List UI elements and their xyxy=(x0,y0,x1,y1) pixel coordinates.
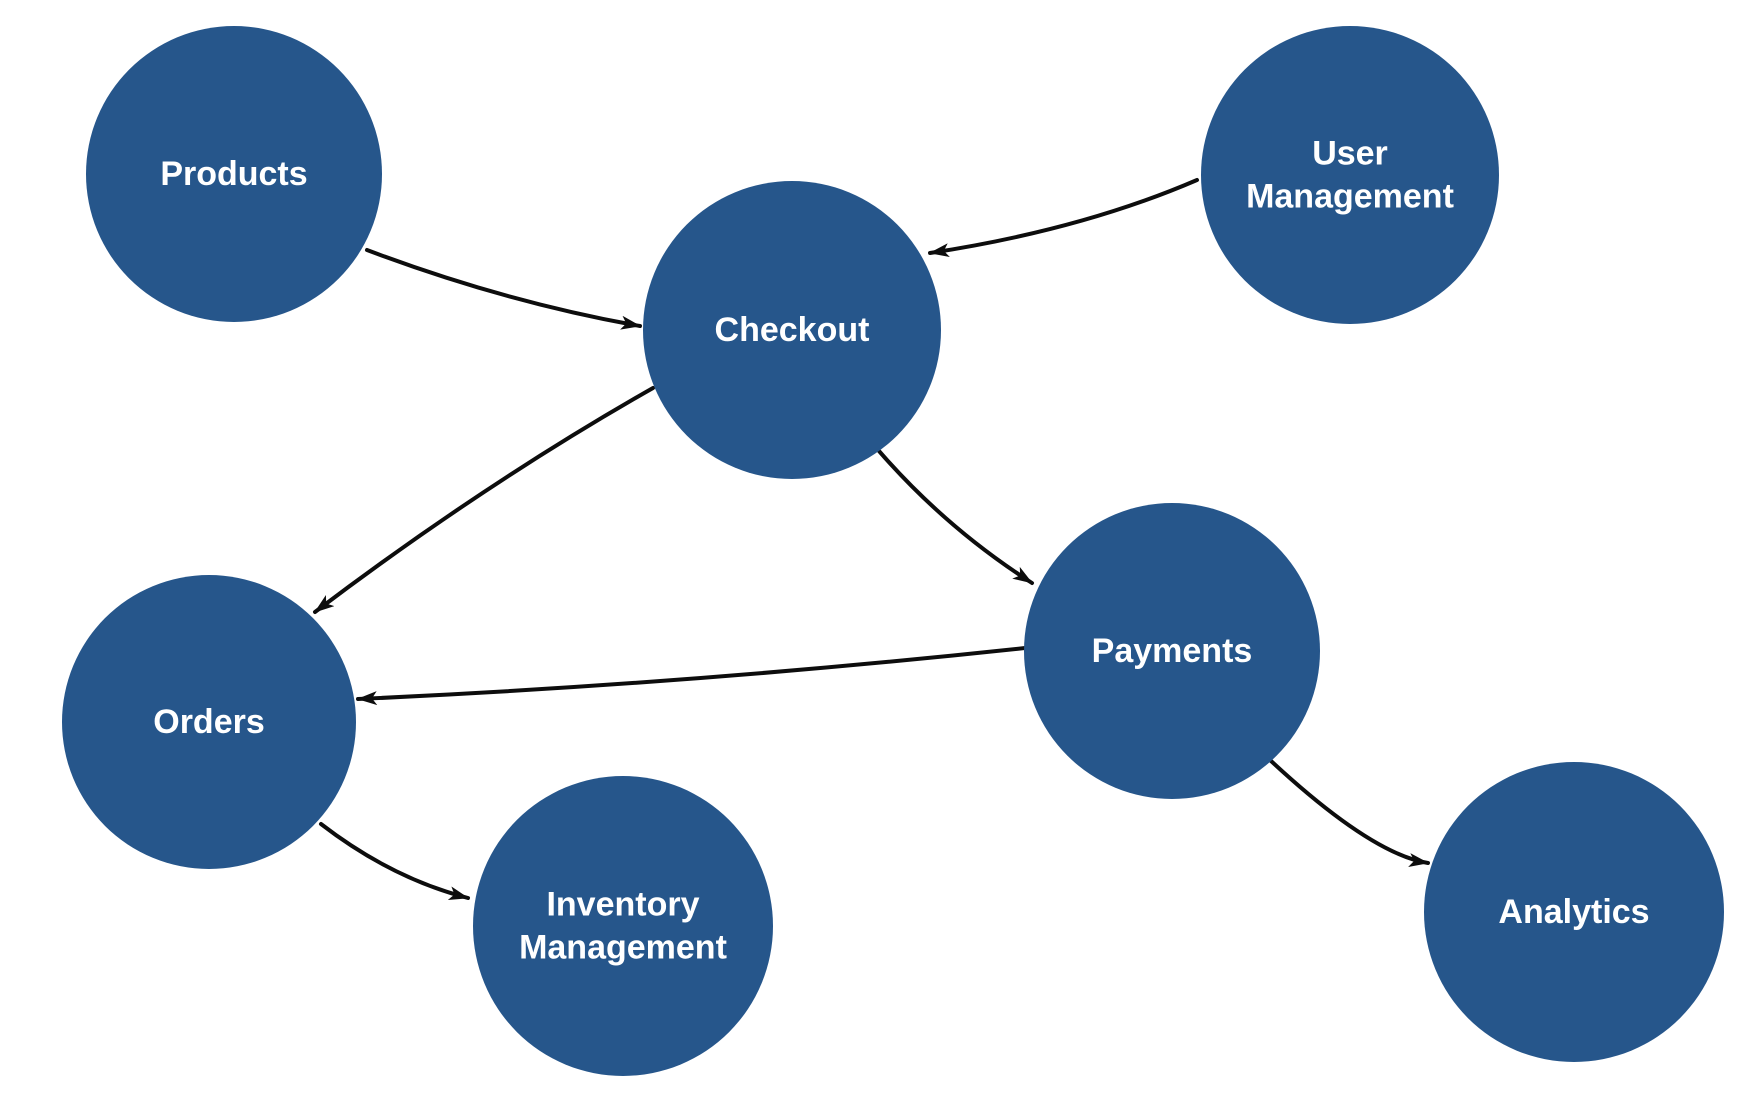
node-orders[interactable]: Orders xyxy=(62,575,356,869)
node-circle-orders[interactable] xyxy=(62,575,356,869)
edge-orders-to-inventory-management xyxy=(319,822,470,900)
node-circle-checkout[interactable] xyxy=(643,181,941,479)
edge-products-to-checkout xyxy=(365,248,642,330)
edge-user-management-to-checkout xyxy=(928,178,1199,258)
edges-layer xyxy=(313,178,1430,900)
node-circle-inventory-management[interactable] xyxy=(473,776,773,1076)
node-analytics[interactable]: Analytics xyxy=(1424,762,1724,1062)
edge-payments-to-orders xyxy=(356,646,1027,706)
node-circle-payments[interactable] xyxy=(1024,503,1320,799)
node-label-products: Products xyxy=(160,155,307,193)
node-circle-user-management[interactable] xyxy=(1201,26,1499,324)
node-label-analytics: Analytics xyxy=(1498,893,1649,931)
node-payments[interactable]: Payments xyxy=(1024,503,1320,799)
edge-checkout-to-payments xyxy=(877,449,1034,585)
node-label-orders: Orders xyxy=(153,703,265,741)
node-circle-analytics[interactable] xyxy=(1424,762,1724,1062)
node-label-payments: Payments xyxy=(1092,632,1253,670)
node-label-checkout: Checkout xyxy=(715,311,870,349)
node-circle-products[interactable] xyxy=(86,26,382,322)
node-checkout[interactable]: Checkout xyxy=(643,181,941,479)
edge-payments-to-analytics xyxy=(1268,758,1430,867)
edge-checkout-to-orders xyxy=(313,386,655,614)
node-products[interactable]: Products xyxy=(86,26,382,322)
